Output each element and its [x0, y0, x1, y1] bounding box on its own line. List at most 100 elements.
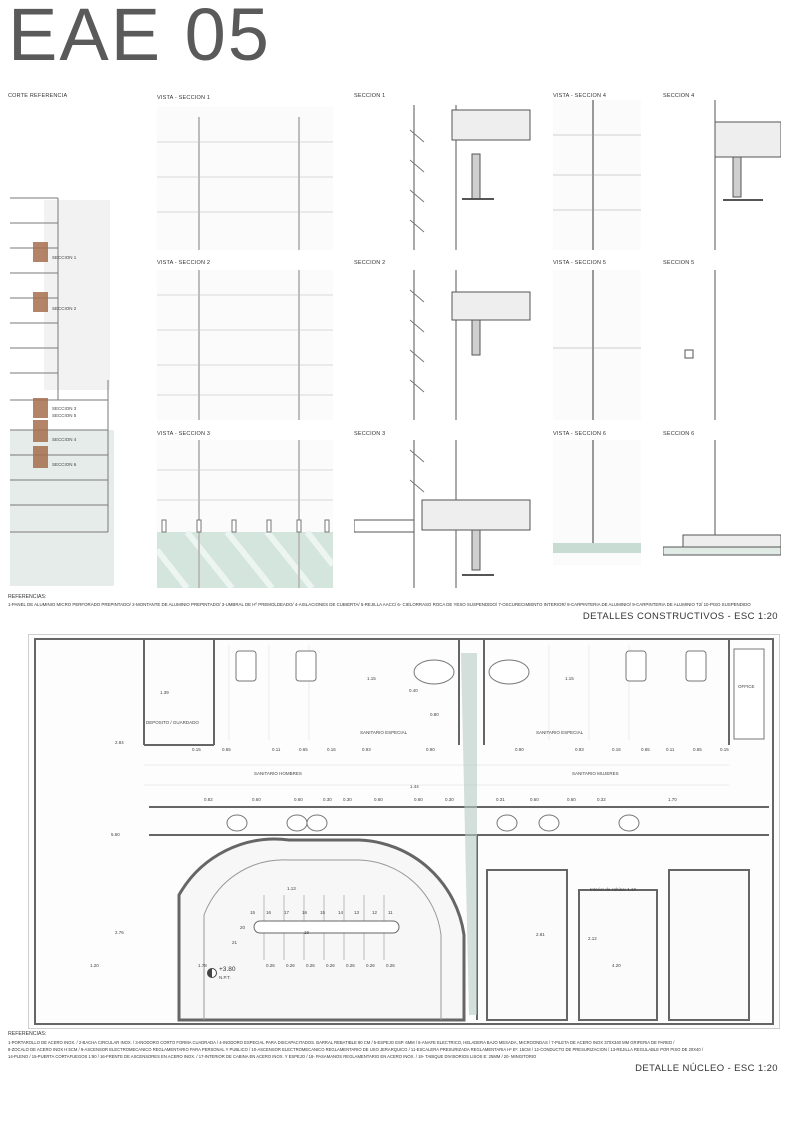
dim-mid-8: 0.31 [496, 797, 505, 802]
dim-top-2: 0.15 [192, 747, 201, 752]
vista-label-3: VISTA - SECCION 3 [157, 431, 211, 437]
dim-misc-2: 4.20 [612, 963, 621, 968]
vista-seccion-4-drawing [553, 100, 641, 250]
stair-num-3: 16 [302, 910, 308, 915]
dim-mid-5: 0.60 [374, 797, 383, 802]
dim-stair-5: 0.26 [366, 963, 375, 968]
referencias-bottom-line-2: 8-ZOCALO DE ACERO INOX H:5CM / 9-ASCENSO… [8, 1047, 704, 1052]
seccion-label-1: SECCION 1 [354, 93, 386, 99]
nucleo-plan-drawing [28, 634, 780, 1029]
dim-mid-11: 0.32 [597, 797, 606, 802]
dim-stair-0: 0.26 [266, 963, 275, 968]
stair-num-9: 19 [304, 930, 310, 935]
referencias-top-title: REFERENCIAS: [8, 594, 47, 600]
stair-num-4: 15 [320, 910, 326, 915]
dim-top-13: 0.11 [666, 747, 675, 752]
seccion-6-drawing [662, 440, 782, 565]
room-sanitario-hombres: SANITARIO HOMBRES [254, 771, 302, 776]
room-sanitario-especial-1: SANITARIO ESPECIAL [360, 730, 408, 735]
stair-num-1: 16 [266, 910, 272, 915]
seccion-1-drawing [354, 100, 532, 250]
dim-stair-6: 0.26 [386, 963, 395, 968]
stair-num-8: 11 [388, 910, 393, 915]
dim-mid-6: 0.60 [414, 797, 423, 802]
detalles-constructivos-caption: DETALLES CONSTRUCTIVOS - ESC 1:20 [582, 611, 778, 622]
corte-tag-5: SECCION 5 [52, 413, 77, 418]
referencias-bottom-line-1: 1-PORTAROLLO DE ACERO INOX. / 2-BACHA CI… [8, 1040, 675, 1045]
level-marker-icon [207, 968, 217, 978]
dim-vert-9: 0.40 [409, 688, 418, 693]
room-office: OFFICE [738, 684, 755, 689]
vista-right-label-4: VISTA - SECCION 4 [553, 93, 607, 99]
dim-top-4: 0.11 [272, 747, 281, 752]
seccion-label-3: SECCION 3 [354, 431, 386, 437]
dim-mid-1: 0.60 [252, 797, 261, 802]
seccion-right-label-6: SECCION 6 [663, 431, 695, 437]
dim-vert-6: 1.13 [287, 886, 296, 891]
seccion-right-label-4: SECCION 4 [663, 93, 695, 99]
stair-num-6: 13 [354, 910, 360, 915]
corte-tag-1: SECCION 1 [52, 255, 77, 260]
detalle-nucleo-caption: DETALLE NÚCLEO - ESC 1:20 [635, 1063, 778, 1074]
vista-seccion-5-drawing [553, 270, 641, 420]
vista-right-label-6: VISTA - SECCION 6 [553, 431, 607, 437]
seccion-2-drawing [354, 270, 532, 420]
corte-tag-2: SECCION 2 [52, 306, 77, 311]
vista-seccion-6-drawing [553, 440, 641, 565]
dim-vert-4: 0.80 [430, 712, 439, 717]
dim-vert-1: 5.60 [111, 832, 120, 837]
seccion-3-drawing [353, 440, 532, 588]
room-sanitario-especial-2: SANITARIO ESPECIAL [536, 730, 584, 735]
level-sub: N.P.T. [219, 975, 231, 980]
stair-num-7: 12 [372, 910, 378, 915]
dim-mid-4: 0.30 [343, 797, 352, 802]
dim-mid-10: 0.60 [567, 797, 576, 802]
dim-vert-7: 2.81 [536, 932, 545, 937]
dim-top-11: 0.16 [612, 747, 621, 752]
dim-mid-2: 0.60 [294, 797, 303, 802]
room-deposito: DEPOSITO / GUARDADO [146, 720, 199, 725]
dim-top-0: 1.15 [367, 676, 376, 681]
corte-tag-4: SECCION 4 [52, 437, 77, 442]
dim-mid-12: 1.70 [668, 797, 677, 802]
corte-label: CORTE REFERENCIA [8, 93, 68, 99]
dim-top-12: 0.65 [641, 747, 650, 752]
corte-tag-3: SECCION 3 [52, 406, 77, 411]
vista-right-label-5: VISTA - SECCION 5 [553, 260, 607, 266]
stair-num-11: 21 [232, 940, 238, 945]
dim-stair-3: 0.26 [326, 963, 335, 968]
dim-top-5: 0.65 [299, 747, 308, 752]
referencias-bottom-line-3: 14-PLENO / 15-PUERTA CORTAFUEGOS 1:90 / … [8, 1054, 537, 1059]
dim-top-10: 0.93 [575, 747, 584, 752]
page-title: EAE 05 [8, 0, 271, 76]
dim-top-15: 0.15 [720, 747, 729, 752]
dim-mid-7: 0.30 [445, 797, 454, 802]
seccion-right-label-5: SECCION 5 [663, 260, 695, 266]
vista-seccion-1-drawing [157, 107, 333, 250]
referencias-top-text: 1-PANEL DE ALUMINIO MICRO PERFORADO PREP… [8, 602, 751, 607]
dim-top-7: 0.93 [362, 747, 371, 752]
dim-misc-1: 1.20 [90, 963, 99, 968]
level-value: +3.80 [219, 966, 236, 973]
dim-top-3: 0.65 [222, 747, 231, 752]
dim-top-8: 0.90 [426, 747, 435, 752]
dim-top-9: 0.90 [515, 747, 524, 752]
vista-label-2: VISTA - SECCION 2 [157, 260, 211, 266]
dim-mid-0: 0.82 [204, 797, 213, 802]
stair-num-2: 17 [284, 910, 290, 915]
dim-vert-2: 2.76 [115, 930, 124, 935]
dim-vert-5: 1.44 [410, 784, 419, 789]
stair-num-0: 15 [250, 910, 256, 915]
vista-seccion-2-drawing [157, 270, 333, 420]
referencias-bottom-title: REFERENCIAS: [8, 1031, 47, 1037]
dim-misc-0: 1.78 [198, 963, 207, 968]
dim-mid-9: 0.60 [530, 797, 539, 802]
dim-vert-0: 2.84 [115, 740, 124, 745]
dim-top-14: 0.65 [693, 747, 702, 752]
dim-stair-2: 0.26 [306, 963, 315, 968]
room-sanitario-mujeres: SANITARIO MUJERES [572, 771, 619, 776]
dim-vert-3: 1.39 [160, 690, 169, 695]
dim-vert-8: 2.12 [588, 936, 597, 941]
stair-num-5: 14 [338, 910, 344, 915]
corte-tag-6: SECCION 6 [52, 462, 77, 467]
